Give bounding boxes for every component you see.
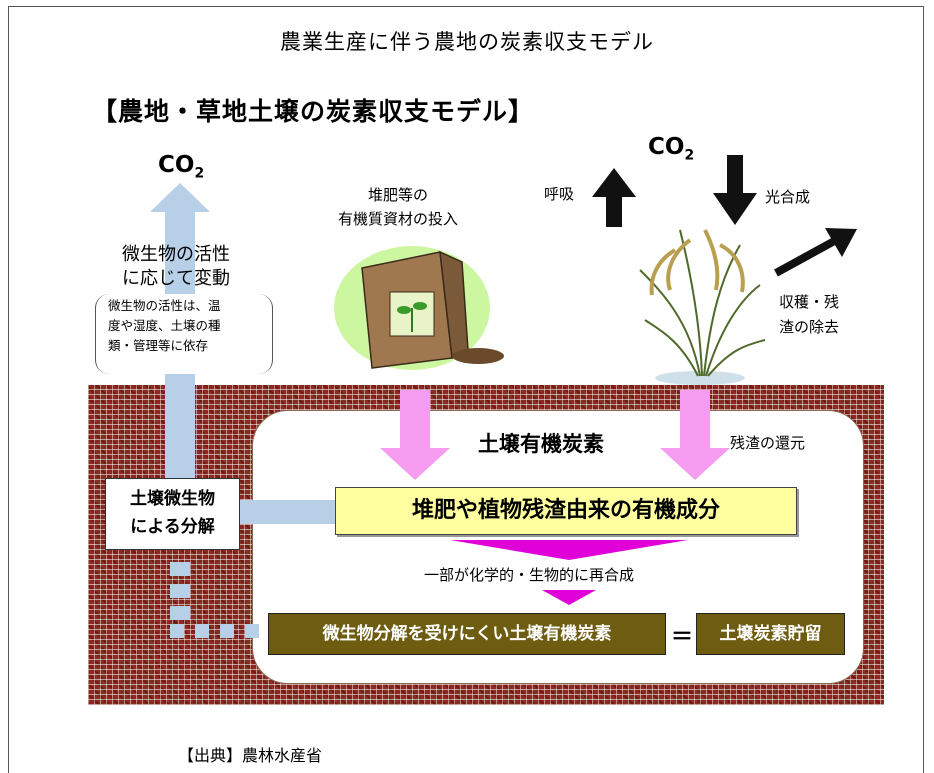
rice-plant-illustration [639,229,766,385]
diagram-heading: 【農地・草地土壌の炭素収支モデル】 [92,97,535,126]
note-line1: 微生物の活性は、温 [108,298,221,313]
source-citation: 【出典】農林水産省 [178,746,323,765]
soil-organic-carbon-title: 土壌有機炭素 [478,432,604,456]
microbial-decomposition-box: 土壌微生物 による分解 [105,478,240,550]
co2-label-right: CO2 [648,134,695,164]
microbe-activity-note: 微生物の活性は、温 度や湿度、土壌の種 類・管理等に依存 [95,294,273,374]
dotted-return-path [170,562,259,638]
co2-label-left: CO2 [158,152,205,182]
compost-bag-illustration [334,246,504,370]
photosynthesis-label: 光合成 [765,188,811,206]
note-line3: 類・管理等に依存 [108,338,209,353]
page-title: 農業生産に伴う農地の炭素収支モデル [280,30,654,54]
compost-label-line2: 有機質資材の投入 [338,210,459,228]
residue-return-arrow [660,390,730,480]
carbon-storage-box: 土壌炭素貯留 [696,613,845,655]
harvest-removal-arrow [774,228,857,277]
respiration-arrow [592,168,636,227]
resistant-carbon-box: 微生物分解を受けにくい土壌有機炭素 [268,613,666,655]
microbe-activity-line2: に応じて変動 [122,268,230,289]
compost-label-line1: 堆肥等の [368,186,429,204]
compost-input-arrow [380,390,450,480]
residue-return-label: 残渣の還元 [730,434,806,452]
equals-sign: ＝ [671,625,694,650]
organic-components-box: 堆肥や植物残渣由来の有機成分 [335,487,797,535]
harvest-label-line1: 収穫・残 [779,293,840,311]
respiration-label: 呼吸 [544,185,575,203]
resynthesis-arrow-upper [450,540,688,560]
decomposition-connector [238,500,338,524]
resynthesis-label: 一部が化学的・生物的に再合成 [424,566,635,584]
microbe-activity-line1: 微生物の活性 [122,244,230,265]
harvest-label-line2: 渣の除去 [779,318,840,336]
note-line2: 度や湿度、土壌の種 [108,318,221,333]
decomposition-line1: 土壌微生物 [130,489,215,509]
figure-frame [8,6,924,773]
resynthesis-arrow-lower [542,590,596,605]
photosynthesis-arrow [713,155,757,225]
decomposition-line2: による分解 [130,517,215,537]
